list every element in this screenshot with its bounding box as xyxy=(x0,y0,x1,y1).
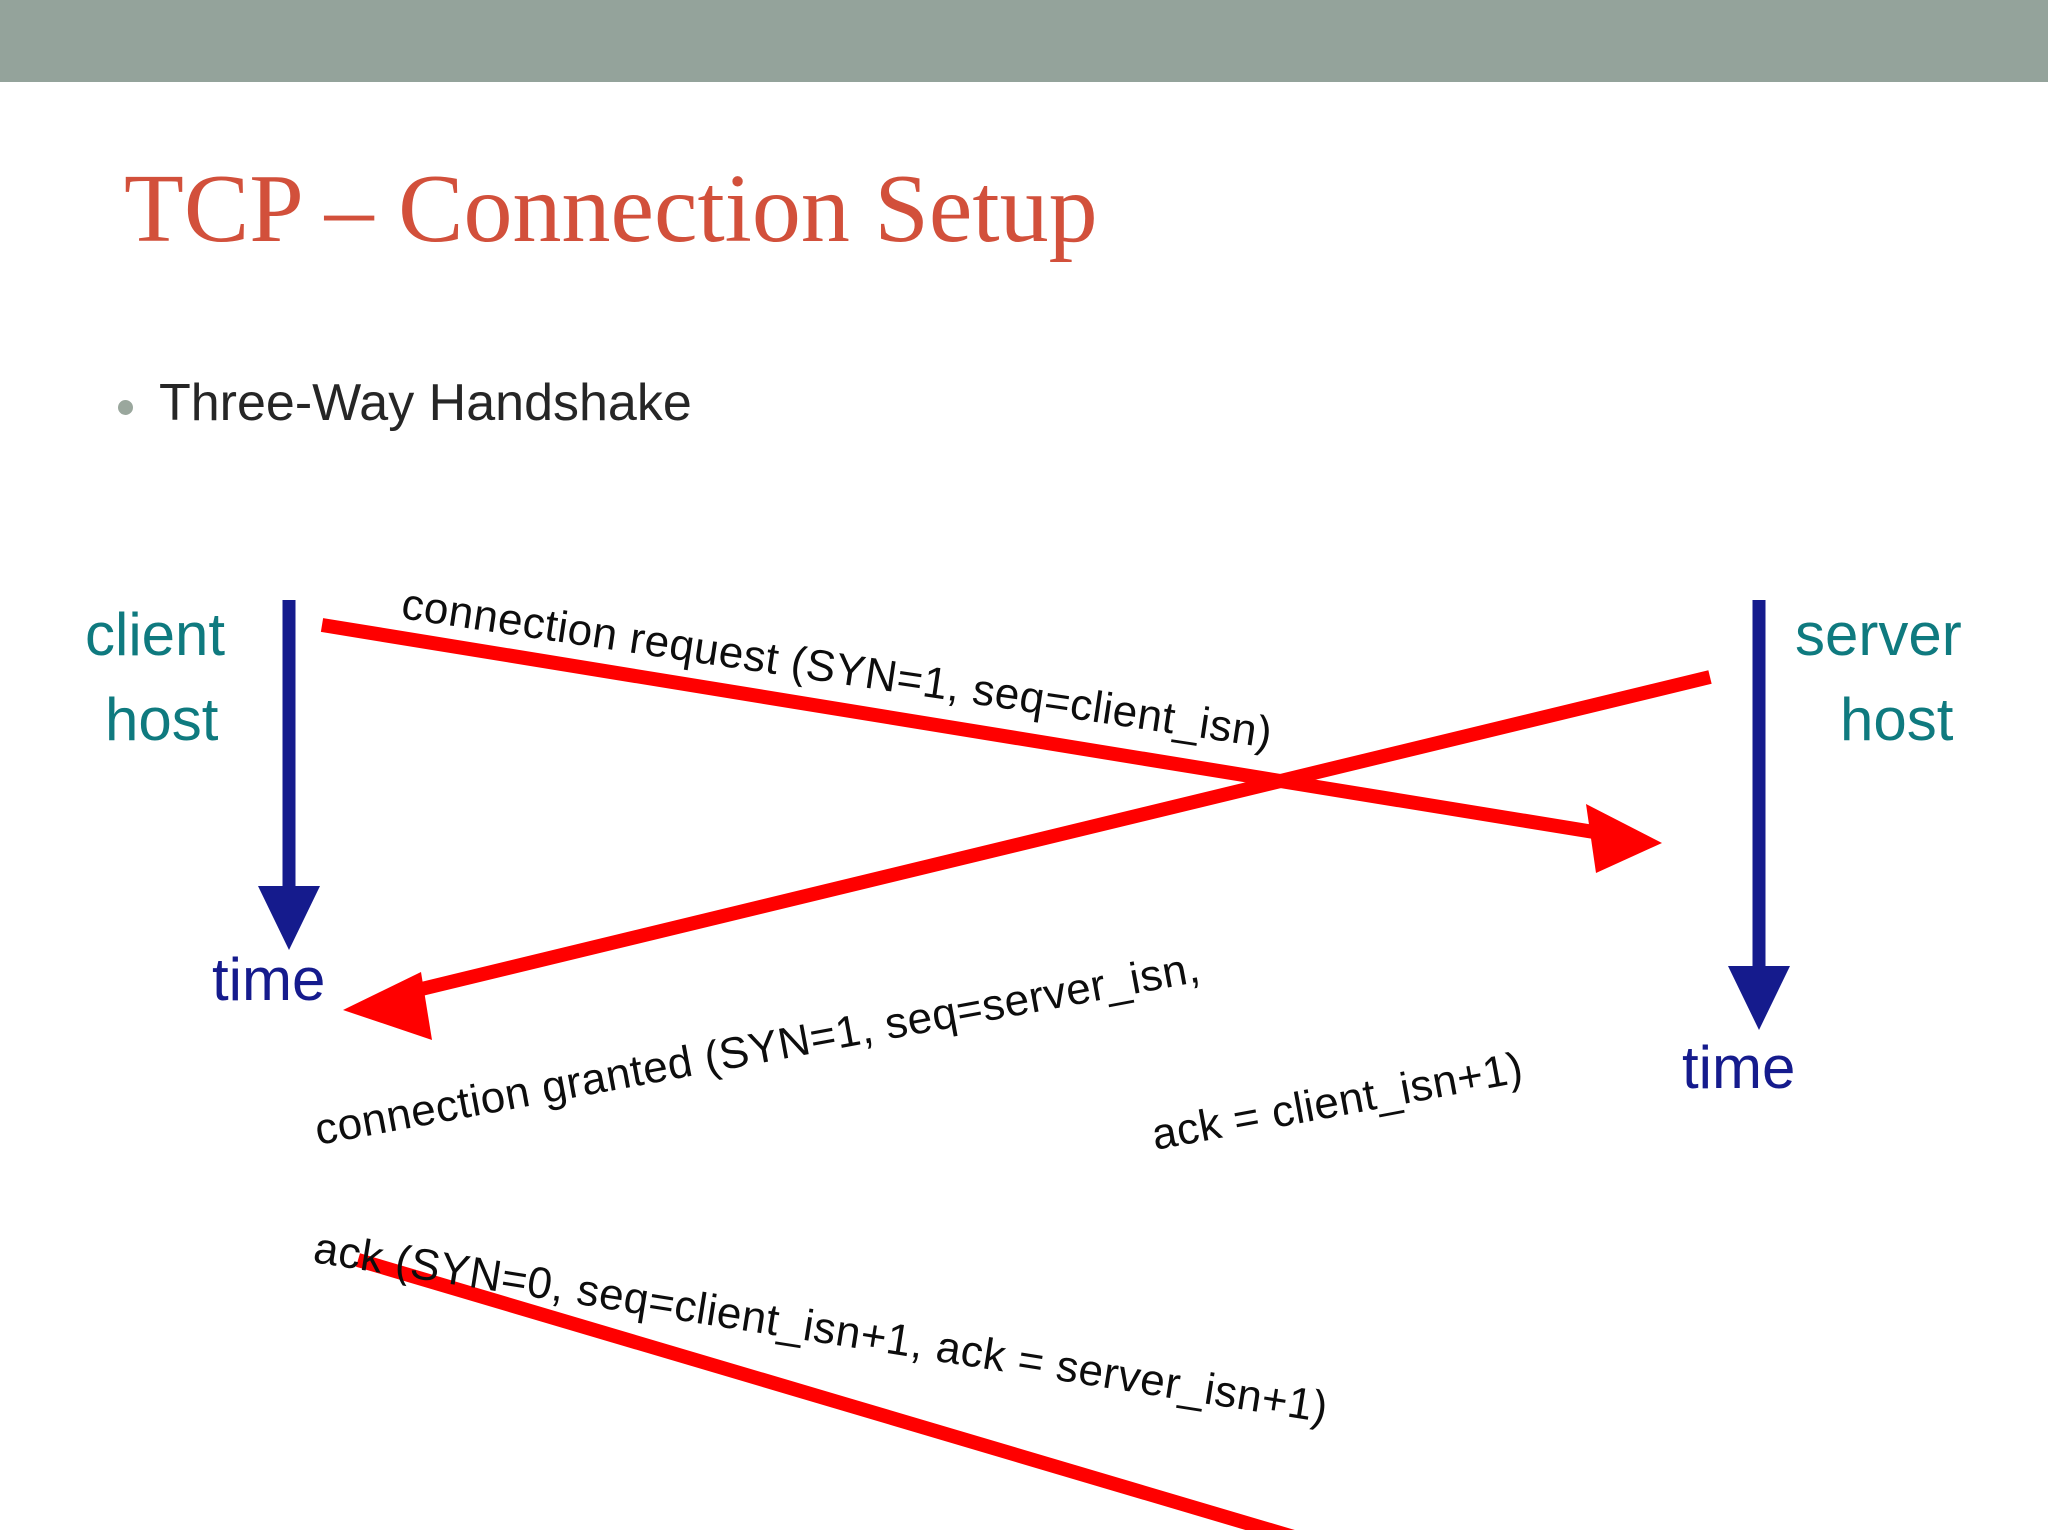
client-timeline-axis xyxy=(258,600,320,950)
page-title: TCP – Connection Setup xyxy=(124,155,1098,263)
message-2-label-line1: connection granted (SYN=1, seq=server_is… xyxy=(311,943,1204,1155)
top-banner-bar xyxy=(0,0,2048,82)
bullet-list: Three-Way Handshake xyxy=(118,372,1618,434)
message-arrow-2 xyxy=(343,670,1712,1040)
server-time-label: time xyxy=(1682,1034,1795,1101)
client-host-label-line2: host xyxy=(105,686,219,753)
sequence-diagram: client host server host time time connec… xyxy=(0,590,2048,1530)
message-1-label: connection request (SYN=1, seq=client_is… xyxy=(399,590,1276,758)
client-time-label: time xyxy=(212,946,325,1013)
bullet-dot-icon xyxy=(118,400,133,415)
server-timeline-axis xyxy=(1728,600,1790,1030)
bullet-item-label: Three-Way Handshake xyxy=(159,374,692,432)
message-arrow-3 xyxy=(356,1253,1295,1530)
server-host-label-line1: server xyxy=(1795,601,1962,668)
server-host-label-line2: host xyxy=(1840,686,1954,753)
client-host-label-line1: client xyxy=(85,601,225,668)
list-item: Three-Way Handshake xyxy=(118,372,1618,434)
message-2-label-line2: ack = client_isn+1) xyxy=(1148,1043,1527,1160)
message-arrow-1 xyxy=(320,618,1662,873)
